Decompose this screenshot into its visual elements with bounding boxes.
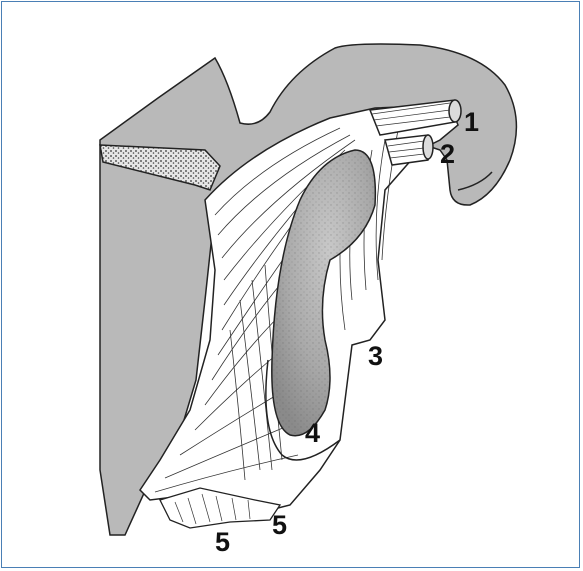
label-5-left: 5 bbox=[215, 527, 230, 557]
label-5-right: 5 bbox=[272, 510, 287, 540]
label-4: 4 bbox=[305, 418, 320, 448]
label-3: 3 bbox=[368, 341, 383, 371]
label-1: 1 bbox=[464, 107, 479, 137]
label-2: 2 bbox=[440, 139, 455, 169]
